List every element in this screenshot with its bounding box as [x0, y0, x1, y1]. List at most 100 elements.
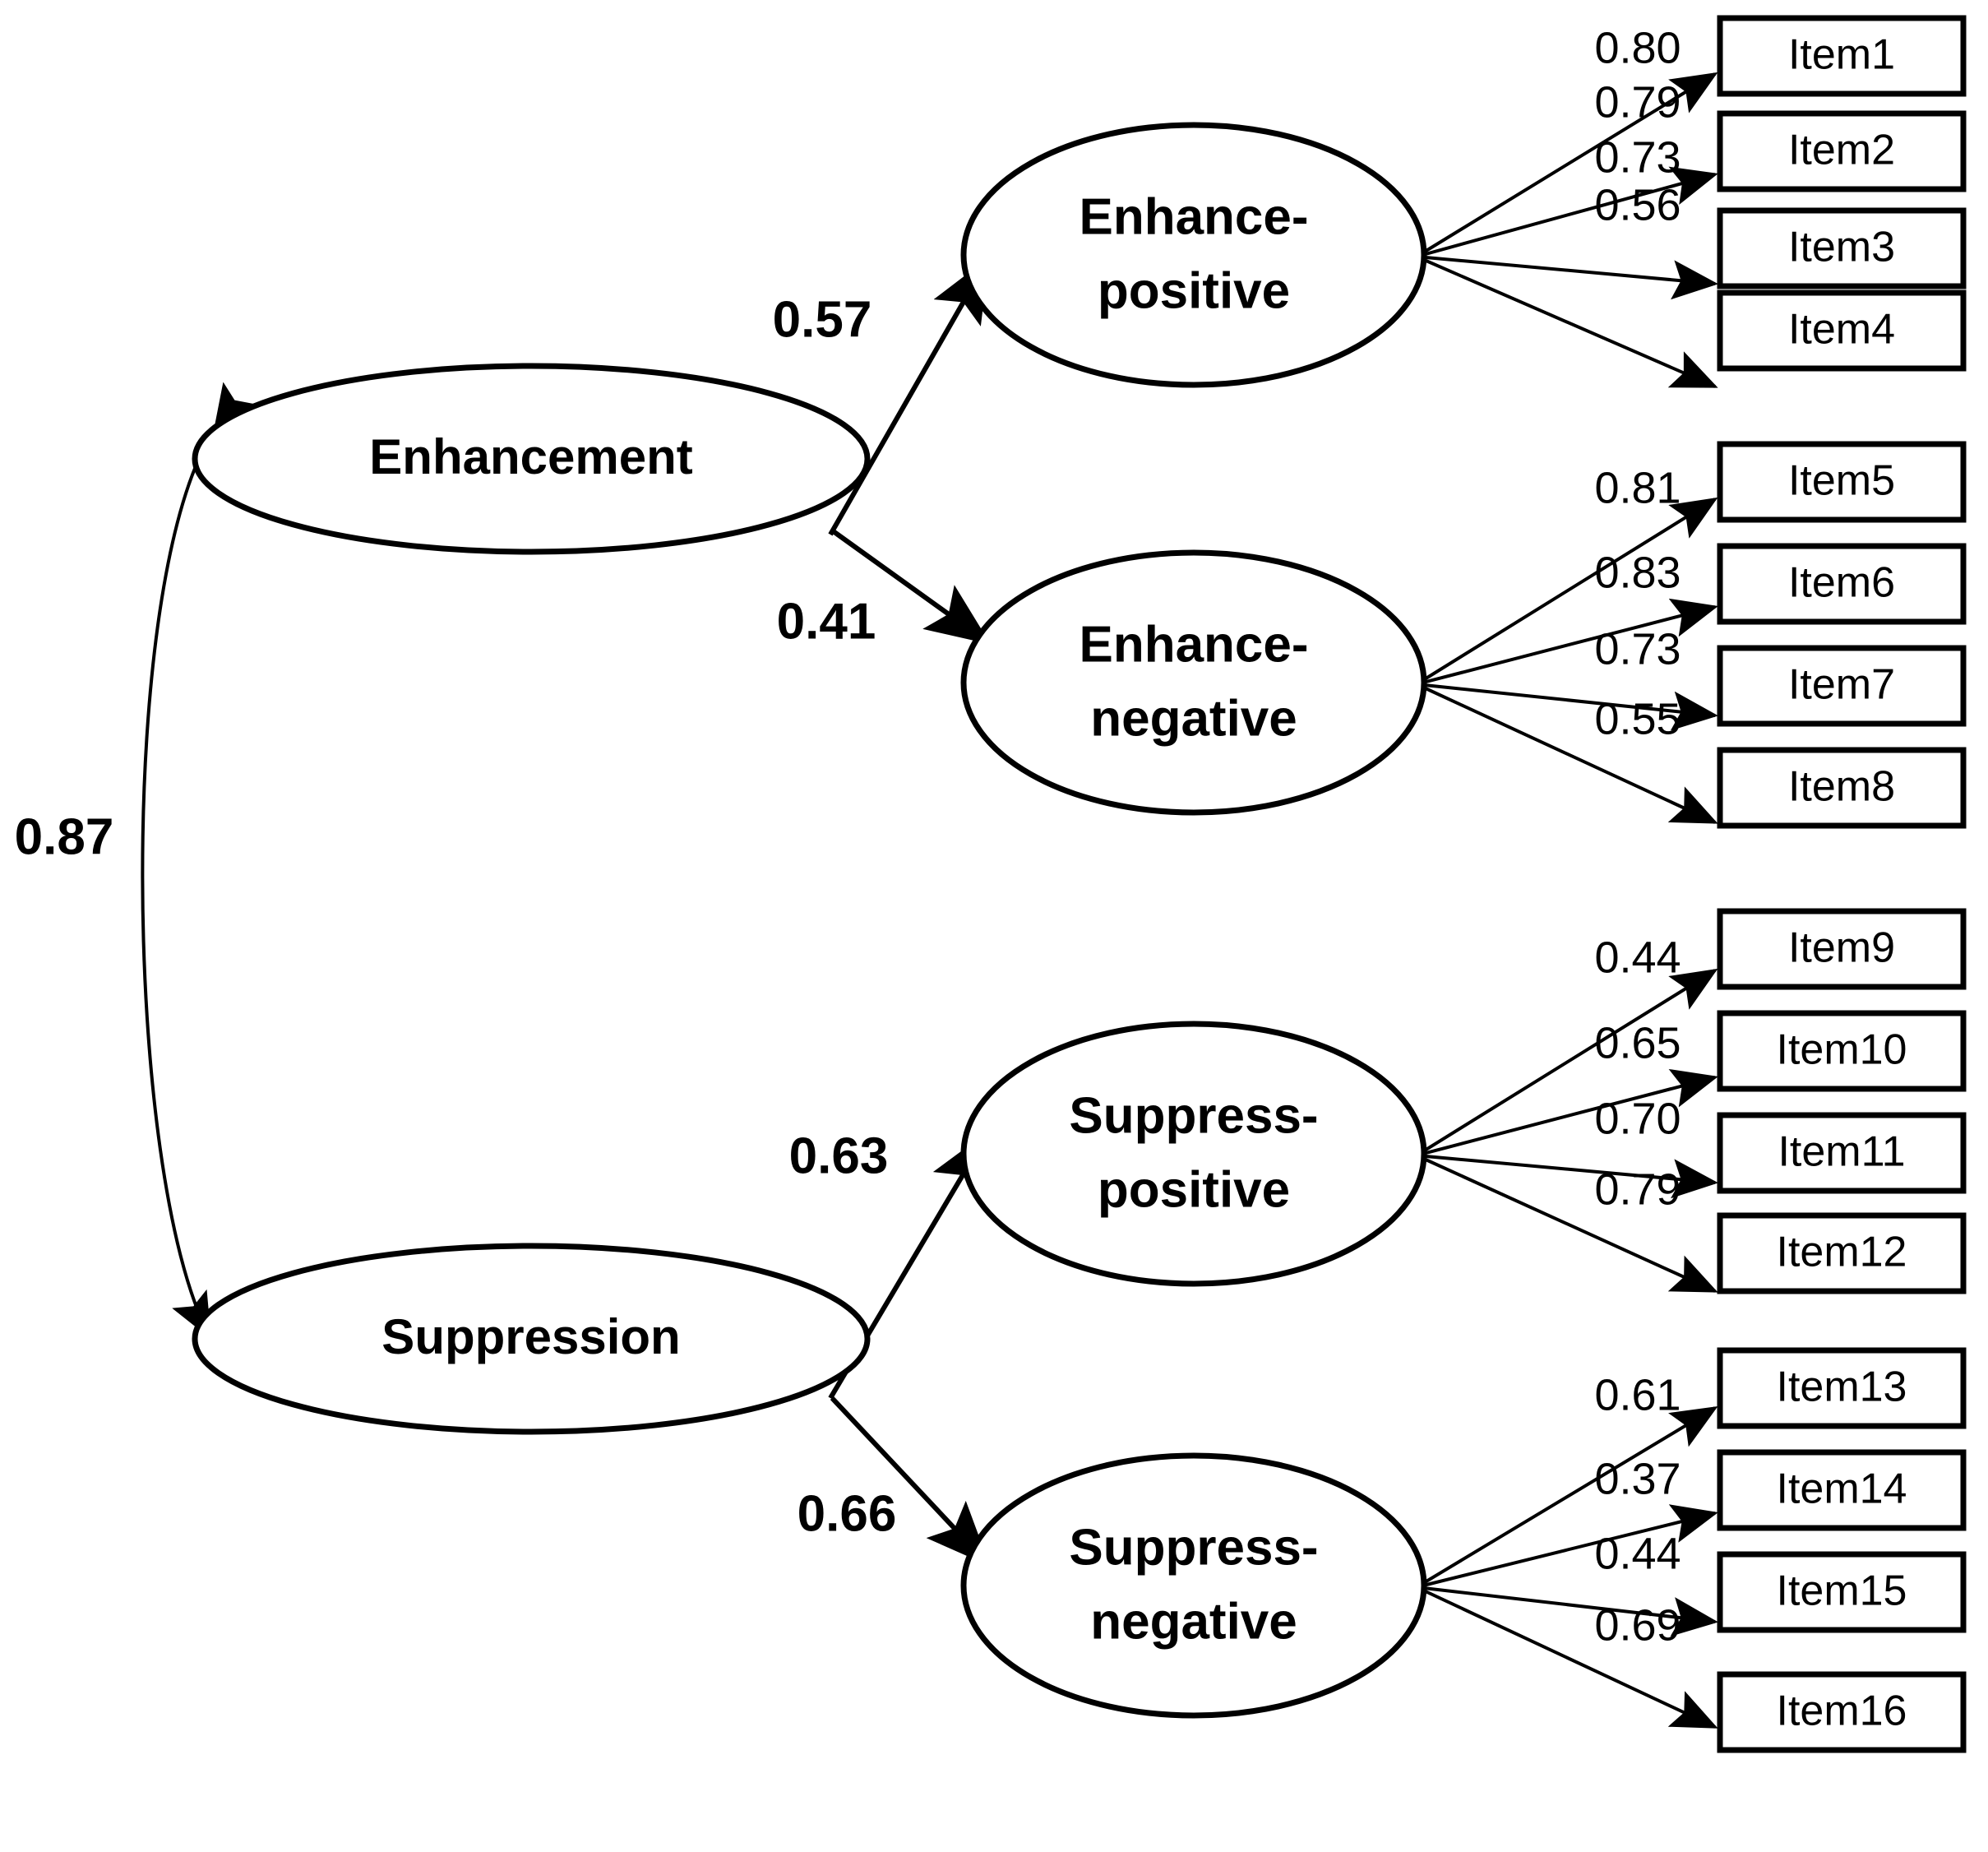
item11-label: Item11	[1778, 1128, 1905, 1176]
loading-value-item1: 0.80	[1594, 23, 1681, 72]
item1-rect[interactable]	[1717, 15, 1967, 97]
node-suppress-positive[interactable]: Suppress- positive	[960, 1021, 1427, 1287]
loading-line-item12	[1416, 1154, 1718, 1293]
loading-value-item9: 0.44	[1594, 933, 1681, 982]
item11-rect[interactable]	[1717, 1112, 1967, 1194]
item-box-item7[interactable]: Item7	[1717, 645, 1967, 727]
item13-rect[interactable]	[1717, 1347, 1967, 1429]
suppress-positive-label-line1: Suppress-	[1069, 1087, 1318, 1144]
loading-lines-suppress-negative	[1415, 1405, 1718, 1729]
item9-label: Item9	[1788, 924, 1895, 972]
item14-label: Item14	[1777, 1465, 1907, 1513]
item16-rect[interactable]	[1717, 1671, 1967, 1753]
loading-lines-enhance-positive	[1415, 72, 1718, 388]
item1-label: Item1	[1788, 31, 1895, 79]
loading-value-item16: 0.69	[1594, 1600, 1681, 1650]
loading-value-item10: 0.65	[1594, 1018, 1681, 1067]
loading-value-item3: 0.73	[1594, 132, 1681, 182]
suppression-ellipse[interactable]	[192, 1243, 871, 1435]
item-box-item6[interactable]: Item6	[1717, 543, 1967, 625]
enhance-positive-label-line1: Enhance-	[1079, 188, 1308, 245]
enhancement-label: Enhancement	[369, 429, 692, 484]
item9-rect[interactable]	[1717, 908, 1967, 990]
loading-line-item15	[1416, 1586, 1718, 1637]
loading-value-item4: 0.56	[1594, 180, 1681, 229]
item-box-item10[interactable]: Item10	[1717, 1010, 1967, 1092]
loading-line-item3	[1416, 255, 1718, 300]
node-enhance-positive[interactable]: Enhance- positive	[960, 122, 1427, 388]
loading-line-item14	[1416, 1504, 1718, 1589]
loading-value-item7: 0.73	[1594, 624, 1681, 674]
item-box-item16[interactable]: Item16	[1717, 1671, 1967, 1753]
item-box-item13[interactable]: Item13	[1717, 1347, 1967, 1429]
loading-value-item5: 0.81	[1594, 463, 1681, 512]
item8-label: Item8	[1788, 763, 1895, 811]
item5-label: Item5	[1788, 457, 1895, 505]
suppress-negative-label-line1: Suppress-	[1069, 1519, 1318, 1576]
enhancement-ellipse[interactable]	[192, 363, 871, 555]
item3-rect[interactable]	[1717, 207, 1967, 289]
item-box-item4[interactable]: Item4	[1717, 289, 1967, 372]
item8-rect[interactable]	[1717, 747, 1967, 829]
item-box-item3[interactable]: Item3	[1717, 207, 1967, 289]
suppress-positive-ellipse[interactable]	[960, 1021, 1427, 1287]
loading-line-item13	[1415, 1405, 1718, 1589]
item-box-item14[interactable]: Item14	[1717, 1449, 1967, 1531]
item5-rect[interactable]	[1717, 441, 1967, 523]
item2-rect[interactable]	[1717, 110, 1967, 192]
loading-line-item10	[1416, 1068, 1718, 1157]
item13-label: Item13	[1777, 1364, 1907, 1411]
loading-value-item6: 0.83	[1594, 548, 1681, 597]
suppress-positive-label-line2: positive	[1098, 1161, 1290, 1218]
path-suppression-to-suppress-negative	[830, 1396, 991, 1567]
loading-value-item15: 0.44	[1594, 1529, 1681, 1578]
loading-line-item7	[1416, 683, 1718, 731]
path-enhancement-to-enhance-negative	[830, 528, 991, 645]
node-enhancement[interactable]: Enhancement	[192, 363, 871, 555]
node-suppress-negative[interactable]: Suppress- negative	[960, 1452, 1427, 1719]
item10-rect[interactable]	[1717, 1010, 1967, 1092]
enhance-negative-ellipse[interactable]	[960, 549, 1427, 816]
item15-rect[interactable]	[1717, 1551, 1967, 1633]
loading-line-item8	[1416, 683, 1718, 824]
coefficient-enhancement-enhance-negative: 0.41	[777, 593, 876, 650]
loading-value-item11: 0.70	[1594, 1094, 1681, 1143]
item14-rect[interactable]	[1717, 1449, 1967, 1531]
loading-line-item4	[1416, 255, 1718, 388]
node-suppression[interactable]: Suppression	[192, 1243, 871, 1435]
node-enhance-negative[interactable]: Enhance- negative	[960, 549, 1427, 816]
suppress-negative-label-line2: negative	[1090, 1593, 1297, 1650]
item4-rect[interactable]	[1717, 289, 1967, 372]
enhance-negative-label-line2: negative	[1090, 690, 1297, 747]
loading-line-item9	[1415, 968, 1718, 1157]
item7-rect[interactable]	[1717, 645, 1967, 727]
item-box-item1[interactable]: Item1	[1717, 15, 1967, 97]
item-box-item12[interactable]: Item12	[1717, 1212, 1967, 1294]
suppression-label: Suppression	[381, 1309, 680, 1364]
item12-rect[interactable]	[1717, 1212, 1967, 1294]
loading-lines-enhance-negative	[1415, 497, 1718, 824]
item16-label: Item16	[1777, 1688, 1907, 1735]
item-box-item8[interactable]: Item8	[1717, 747, 1967, 829]
loading-lines-suppress-positive	[1415, 968, 1718, 1293]
item6-rect[interactable]	[1717, 543, 1967, 625]
loading-line-item2	[1416, 166, 1718, 258]
enhance-positive-ellipse[interactable]	[960, 122, 1427, 388]
item10-label: Item10	[1777, 1026, 1907, 1074]
item2-label: Item2	[1788, 127, 1895, 174]
item-box-item15[interactable]: Item15	[1717, 1551, 1967, 1633]
enhance-positive-label-line2: positive	[1098, 262, 1290, 319]
coefficient-corr-enhancement-suppression: 0.87	[15, 808, 114, 865]
item7-label: Item7	[1788, 661, 1895, 709]
item-box-item11[interactable]: Item11	[1717, 1112, 1967, 1194]
suppress-negative-ellipse[interactable]	[960, 1452, 1427, 1719]
item-box-item9[interactable]: Item9	[1717, 908, 1967, 990]
item-box-item5[interactable]: Item5	[1717, 441, 1967, 523]
loading-value-item8: 0.55	[1594, 694, 1681, 743]
coefficient-suppression-suppress-positive: 0.63	[789, 1127, 889, 1184]
item-box-item2[interactable]: Item2	[1717, 110, 1967, 192]
loading-value-item2: 0.79	[1594, 77, 1681, 127]
loading-line-item16	[1416, 1586, 1718, 1729]
